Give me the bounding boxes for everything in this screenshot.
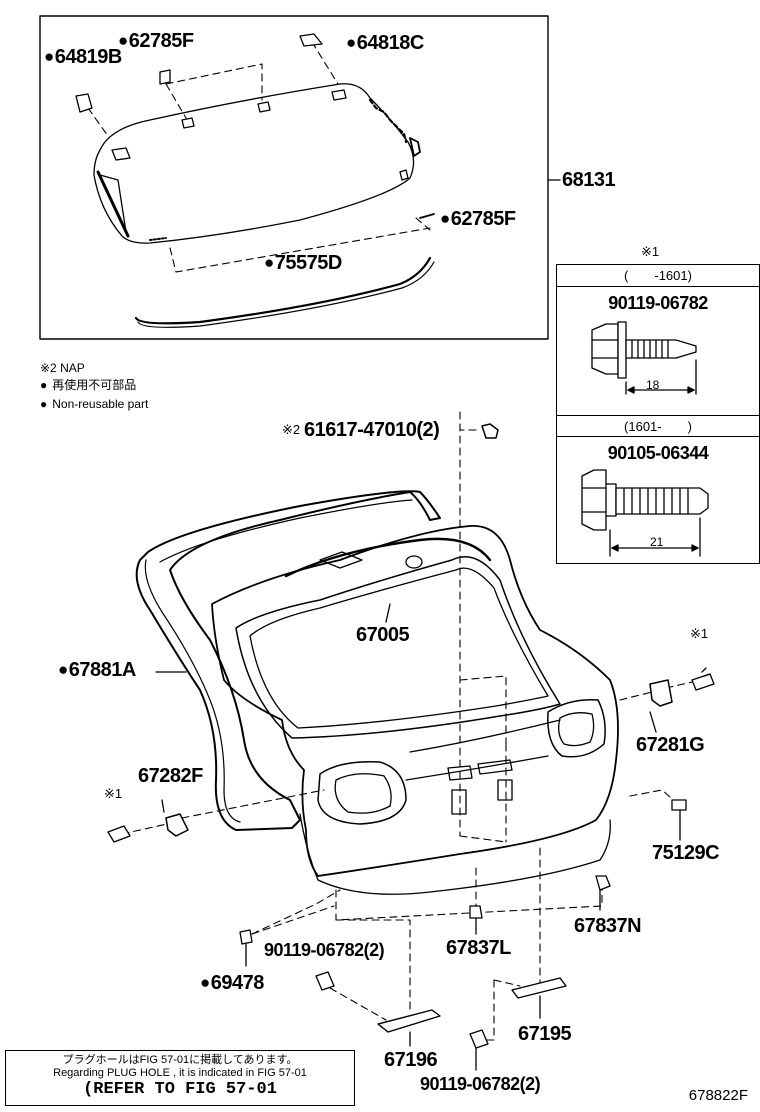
- screw-61617-shape: [481, 423, 499, 439]
- bolt-length-21: 21: [650, 535, 664, 549]
- callout-67195: 67195: [518, 1023, 572, 1045]
- callout-62785f-right: 62785F: [440, 209, 516, 229]
- weatherstrip-67881a: [135, 490, 441, 831]
- legend-non-reusable-jp: 再使用不可部品: [40, 379, 136, 391]
- plug-hole-reference-box: プラグホールはFIG 57-01に掲載してあります。 Regarding PLU…: [5, 1050, 355, 1106]
- callout-69478: 69478: [200, 973, 265, 993]
- hinge-67282f-shape: [165, 813, 189, 837]
- bolt-part-90105-06344: 90105-06344: [607, 443, 709, 463]
- callout-67837l: 67837L: [446, 937, 511, 959]
- callout-75129c: 75129C: [652, 842, 720, 864]
- callout-67281g: 67281G: [636, 734, 705, 756]
- note1-mark-left: ※1: [104, 786, 123, 801]
- callout-90119-06782-b: 90119-06782(2): [420, 1074, 541, 1094]
- figure-id: 678822F: [688, 1087, 748, 1104]
- callout-90119-06782-a: 90119-06782(2): [264, 940, 385, 960]
- bolt-length-18: 18: [646, 378, 660, 392]
- callout-67196: 67196: [384, 1049, 438, 1071]
- bracket-67196-shape: [377, 1009, 441, 1033]
- note1-mark-box: ※1: [641, 244, 660, 259]
- reference-jp: プラグホールはFIG 57-01に掲載してあります。: [62, 1054, 298, 1066]
- range-after-1601: (1601- ): [557, 415, 759, 437]
- callout-64819b: 64819B: [44, 47, 123, 67]
- back-door-glass: [93, 83, 415, 244]
- back-door-panel-67005: [211, 525, 619, 877]
- note2-mark: ※2: [282, 422, 301, 437]
- clip-64819b-shape: [75, 93, 93, 113]
- callout-67005: 67005: [356, 624, 410, 646]
- reference-en: Regarding PLUG HOLE , it is indicated in…: [53, 1067, 307, 1079]
- bracket-67195-shape: [511, 977, 567, 999]
- legend-nap: ※2 NAP: [40, 361, 85, 375]
- callout-67881a: 67881A: [58, 660, 137, 680]
- range-before-1601: ( -1601): [557, 265, 759, 287]
- reference-fig-link[interactable]: (REFER TO FIG 57-01: [83, 1080, 277, 1099]
- bolt-90105-drawing: [581, 469, 709, 557]
- bolt-note-box: ( -1601) 90119-06782 18 (1601- ) 90105-0…: [556, 264, 760, 564]
- callout-75575d: 75575D: [264, 253, 343, 273]
- legend-non-reusable-en: Non-reusable part: [40, 398, 148, 410]
- callout-64818c: 64818C: [346, 33, 425, 53]
- callout-68131: 68131: [562, 169, 616, 191]
- callout-67837n: 67837N: [574, 915, 642, 937]
- bolt-part-90119-06782: 90119-06782: [608, 293, 708, 313]
- hinge-67281g-shape: [649, 679, 673, 707]
- glass-group-frame: [39, 15, 549, 340]
- callout-67282f: 67282F: [138, 765, 203, 787]
- callout-62785f-top: 62785F: [118, 31, 194, 51]
- moulding-75575d: [134, 256, 432, 325]
- bolt-90119-drawing: [591, 321, 697, 395]
- callout-61617-47010: 61617-47010(2): [304, 419, 440, 441]
- note1-mark-right: ※1: [690, 626, 709, 641]
